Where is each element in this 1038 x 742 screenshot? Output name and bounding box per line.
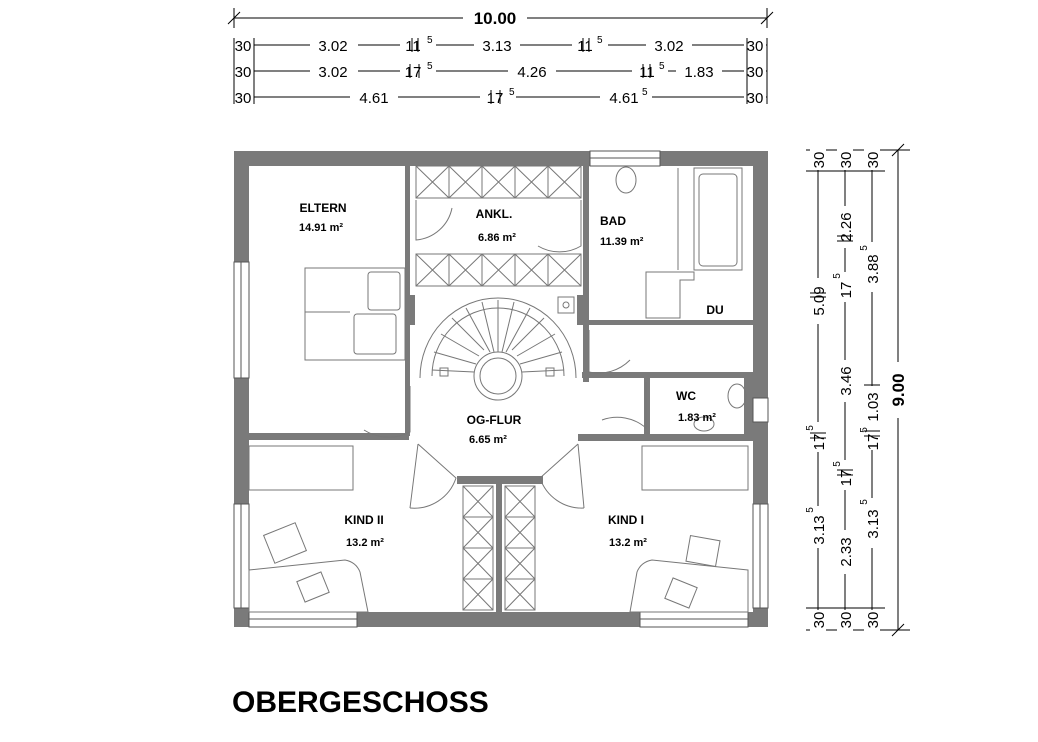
top-r1-d4: 3.13 [482,38,511,55]
right-c3-s2: 5 [859,245,870,251]
flur-wardrobes [462,485,536,611]
top-r3-d2: 4.61 [359,90,388,107]
right-c3-d1: 30 [865,152,882,169]
bed-eltern [304,267,406,361]
right-c2-s3: 5 [832,273,843,279]
top-r1-d2: 3.02 [318,38,347,55]
chimney [557,296,575,314]
sink-wc [693,416,715,432]
right-c2-d5: 17 [838,470,855,487]
toilet-wc [727,383,747,409]
top-r1-d5: 11 [577,38,593,55]
room-area-bad: 11.39 m² [600,236,644,248]
top-r2-d4: 4.26 [517,64,546,81]
staircase [419,297,577,401]
room-name-kind-ii: KIND II [344,513,383,527]
top-r2-s5: 5 [659,61,665,72]
top-r2-d6: 1.83 [684,64,713,81]
right-c1-s4: 5 [805,507,816,513]
room-area-og-flur: 6.65 m² [469,434,507,446]
right-total-dim: 9.00 [889,373,908,406]
top-r2-d5: 11 [639,64,655,81]
right-c2-d7: 30 [838,612,855,629]
right-c1-d3: 17 [811,434,828,451]
right-c3-d6: 30 [865,612,882,629]
top-r3-s3: 5 [509,87,515,98]
room-name-eltern: ELTERN [299,201,346,215]
top-r1-d6: 3.02 [654,38,683,55]
top-r1-d1: 30 [235,38,252,55]
right-c2-d1: 30 [838,152,855,169]
room-area-ankl: 6.86 m² [478,232,516,244]
top-r2-d3: 17 [405,64,422,81]
wardrobe-bottom [415,253,582,287]
right-c1-d5: 30 [811,612,828,629]
top-r1-d3: 11 [405,38,421,55]
room-area-wc: 1.83 m² [678,412,716,424]
top-r2-d1: 30 [235,64,252,81]
room-name-wc: WC [676,389,696,403]
right-c3-d5: 3.13 [865,509,882,538]
right-c2-d6: 2.33 [838,537,855,566]
right-c3-s4: 5 [859,427,870,433]
room-name-bad: BAD [600,214,626,228]
room-area-eltern: 14.91 m² [299,222,343,234]
doors [363,200,647,509]
top-r3-d4: 4.61 [609,90,638,107]
room-area-kind-i: 13.2 m² [609,537,647,549]
right-c1-d2: 5.09 [811,286,828,315]
room-name-du: DU [706,303,723,317]
plan-title: OBERGESCHOSS [232,686,489,719]
top-r2-d7: 30 [747,64,764,81]
right-c3-d3: 1.03 [865,392,882,421]
right-c1-d4: 3.13 [811,515,828,544]
top-r2-s3: 5 [427,61,433,72]
furniture [248,165,749,613]
right-c3-d4: 17 [865,434,882,451]
desk-kind-i [629,445,749,613]
top-r3-d1: 30 [235,90,252,107]
right-c2-d2: 2.26 [838,212,855,241]
windows [233,150,769,628]
bathtub [677,167,743,271]
right-c1-d1: 30 [811,152,828,169]
right-c3-d2: 3.88 [865,254,882,283]
top-r3-d3: 17 [487,90,504,107]
right-c2-s5: 5 [832,461,843,467]
right-dimension-chains: 9.00 30 5.09 17 5 3.13 5 30 30 2.26 17 5… [805,143,910,637]
room-labels: ELTERN 14.91 m² ANKL. 6.86 m² BAD 11.39 … [299,201,724,549]
room-name-ankl: ANKL. [476,207,513,221]
desk-kind-ii [248,445,369,613]
right-c1-s3: 5 [805,425,816,431]
room-name-og-flur: OG-FLUR [467,413,522,427]
top-total-dim: 10.00 [474,9,517,28]
top-r1-s5: 5 [597,35,603,46]
right-c3-s5: 5 [859,499,870,505]
right-c2-d3: 17 [838,282,855,299]
top-dimension-chains: 10.00 30 3.02 11 5 3.13 11 5 3.02 30 30 … [227,8,774,107]
room-name-kind-i: KIND I [608,513,644,527]
wardrobe-top [415,165,582,199]
room-area-kind-ii: 13.2 m² [346,537,384,549]
top-r1-d7: 30 [747,38,764,55]
toilet-bad [615,166,637,194]
sink-unit [645,271,695,319]
top-r2-d2: 3.02 [318,64,347,81]
right-c2-d4: 3.46 [838,366,855,395]
top-r3-d5: 30 [747,90,764,107]
top-r1-s3: 5 [427,35,433,46]
top-r3-s4: 5 [642,87,648,98]
